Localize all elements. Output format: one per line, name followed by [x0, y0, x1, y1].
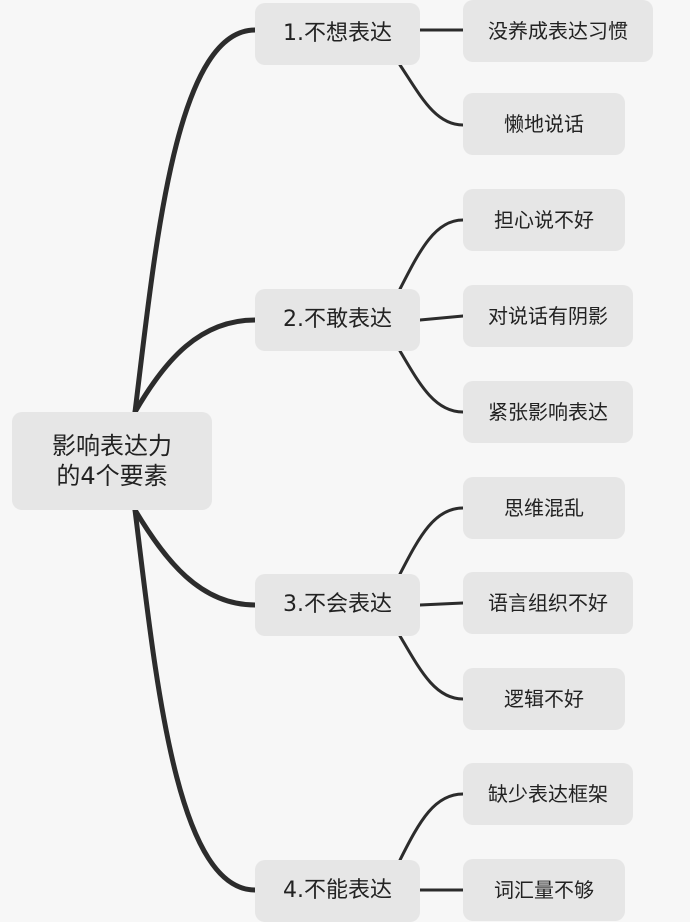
connector-root-branch-3: [132, 507, 258, 608]
connector-branch-3-leaf-2: [418, 601, 465, 607]
leaf-node-4-1: 缺少表达框架: [463, 763, 633, 825]
leaf-node-2-2: 对说话有阴影: [463, 285, 633, 347]
connector-branch-3-leaf-1: [398, 506, 465, 576]
connector-branch-3-leaf-3: [398, 634, 465, 701]
leaf-node-2-3: 紧张影响表达: [463, 381, 633, 443]
connector-branch-2-leaf-1: [398, 218, 465, 291]
leaf-node-3-1: 思维混乱: [463, 477, 625, 539]
branch-node-3: 3.不会表达: [255, 574, 420, 636]
connector-root-branch-4: [132, 507, 258, 893]
branch-node-2: 2.不敢表达: [255, 289, 420, 351]
connector-branch-2-leaf-2: [418, 314, 465, 322]
connector-branch-4-leaf-1: [398, 792, 465, 862]
connector-branch-2-leaf-3: [398, 349, 465, 414]
connector-branch-1-leaf-2: [398, 63, 465, 127]
connector-root-branch-2: [132, 317, 258, 415]
root-node: 影响表达力 的4个要素: [12, 412, 212, 510]
branch-node-4: 4.不能表达: [255, 860, 420, 922]
leaf-node-3-2: 语言组织不好: [463, 572, 633, 634]
leaf-node-2-1: 担心说不好: [463, 189, 625, 251]
leaf-node-1-1: 没养成表达习惯: [463, 0, 653, 62]
leaf-node-1-2: 懒地说话: [463, 93, 625, 155]
leaf-node-4-2: 词汇量不够: [463, 859, 625, 921]
connector-root-branch-1: [132, 27, 258, 415]
leaf-node-3-3: 逻辑不好: [463, 668, 625, 730]
branch-node-1: 1.不想表达: [255, 3, 420, 65]
